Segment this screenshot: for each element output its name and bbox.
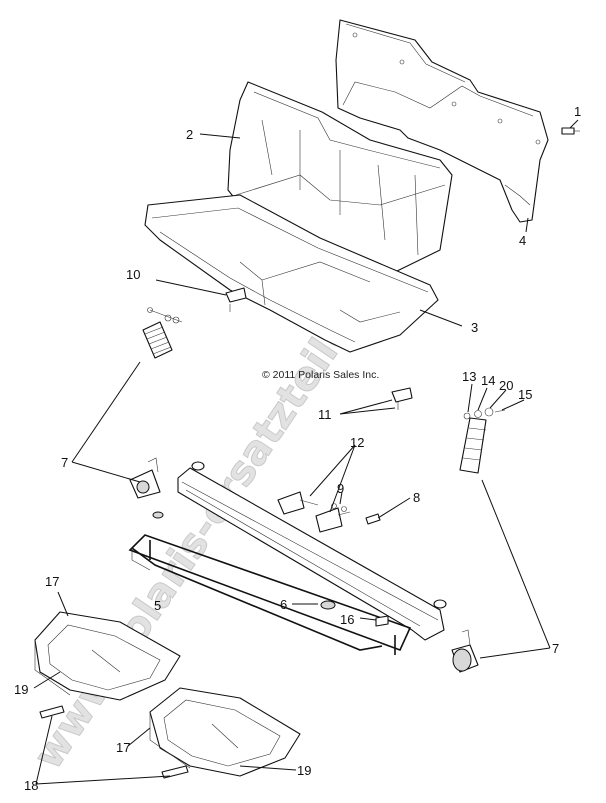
callout-12: 12	[350, 435, 364, 450]
callout-labels: 1 2 3 4 5 6 7 7 8 9 10 11 12 13 14 15 16…	[14, 104, 581, 793]
callout-10: 10	[126, 267, 140, 282]
callout-20: 20	[499, 378, 513, 393]
callout-6: 6	[280, 597, 287, 612]
callout-13: 13	[462, 369, 476, 384]
latch-right	[451, 629, 479, 673]
right-spring-assembly	[459, 407, 506, 474]
latch-left	[129, 457, 161, 499]
callout-16: 16	[340, 612, 354, 627]
callout-19-upper: 19	[14, 682, 28, 697]
callout-11: 11	[318, 407, 332, 422]
callout-5: 5	[154, 598, 161, 613]
bolt-part-8	[365, 513, 381, 525]
backrest-cushion	[227, 81, 453, 277]
callout-17-upper: 17	[45, 574, 59, 589]
callout-4: 4	[519, 233, 526, 248]
copyright-text: © 2011 Polaris Sales Inc.	[262, 369, 379, 381]
grommet-part-6	[152, 511, 336, 610]
callout-2: 2	[186, 127, 193, 142]
callout-18: 18	[24, 778, 38, 793]
seatbelt-buckles	[277, 491, 351, 533]
callout-7-right: 7	[552, 641, 559, 656]
leader-lines	[33, 119, 579, 785]
callout-15: 15	[518, 387, 532, 402]
bracket-part-11	[391, 387, 413, 410]
callout-9: 9	[337, 481, 344, 496]
callout-3: 3	[471, 320, 478, 335]
spacer-part-16	[375, 615, 389, 627]
hardware-part-9	[331, 503, 347, 512]
left-spring-assembly	[142, 307, 183, 359]
seat-back-panel	[335, 19, 549, 223]
storage-tray-lower	[149, 687, 301, 777]
callout-17-lower: 17	[116, 740, 130, 755]
callout-19-lower: 19	[297, 763, 311, 778]
screw-part-1	[561, 127, 580, 135]
seat-base-cushion	[144, 194, 439, 353]
callout-14: 14	[481, 373, 495, 388]
callout-7-left: 7	[61, 455, 68, 470]
bracket-part-10	[225, 287, 247, 312]
callout-1: 1	[574, 104, 581, 119]
callout-8: 8	[413, 490, 420, 505]
seat-frame	[128, 461, 447, 655]
